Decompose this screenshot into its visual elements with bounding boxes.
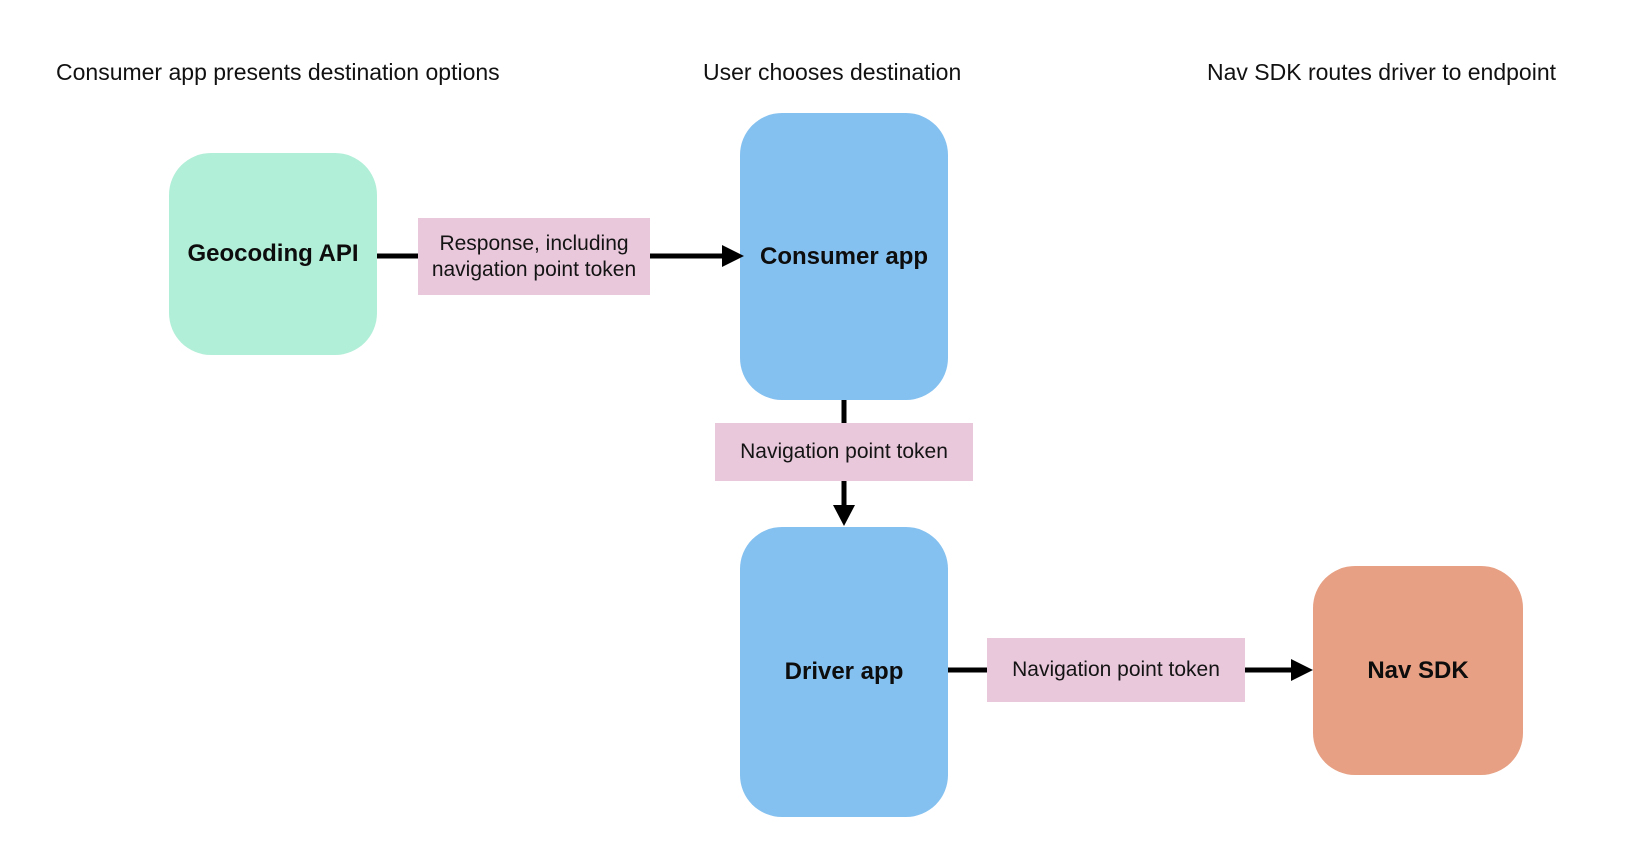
edge-label-navigation-point-token-1: Navigation point token: [715, 423, 973, 481]
phase-header-nav-sdk-routes: Nav SDK routes driver to endpoint: [1207, 59, 1557, 85]
node-label-consumer-app: Consumer app: [759, 242, 929, 270]
arrowhead-right-icon: [1291, 659, 1313, 681]
edge-label-navigation-point-token-2: Navigation point token: [987, 638, 1245, 702]
node-nav-sdk: Nav SDK: [1313, 566, 1523, 775]
node-driver-app: Driver app: [740, 527, 948, 817]
phase-header-user-chooses: User chooses destination: [703, 59, 962, 85]
phase-header-consumer-presents: Consumer app presents destination option…: [56, 59, 500, 85]
node-label-geocoding-api: Geocoding API: [187, 240, 359, 267]
node-label-nav-sdk: Nav SDK: [1367, 656, 1469, 684]
node-consumer-app: Consumer app: [740, 113, 948, 400]
arrowhead-down-icon: [833, 505, 855, 526]
node-geocoding-api: Geocoding API: [169, 153, 377, 355]
node-label-driver-app: Driver app: [784, 658, 904, 685]
edge-label-response-token: Response, including navigation point tok…: [418, 218, 650, 295]
arrowhead-right-icon: [722, 245, 744, 267]
